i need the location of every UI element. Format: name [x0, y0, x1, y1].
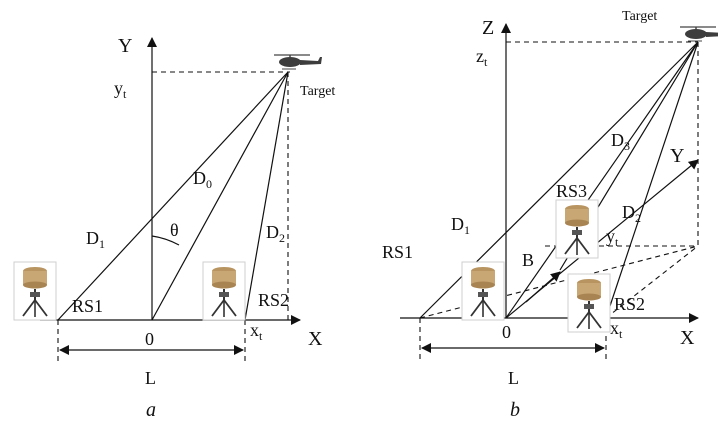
d1-label-a: D1 — [86, 228, 105, 251]
rs2-label-b: RS2 — [614, 294, 645, 314]
origin-label-a: 0 — [145, 329, 154, 349]
axis-y-label-a: Y — [118, 35, 132, 57]
zt-label-b: zt — [476, 46, 488, 69]
d0-label-a: D0 — [193, 168, 212, 191]
rs3-label-b: RS3 — [556, 181, 587, 201]
target-label-a: Target — [300, 84, 335, 99]
radar-station-icon — [555, 199, 599, 259]
ground-proj-rs2-b — [605, 245, 699, 319]
rs1-label-b: RS1 — [382, 242, 413, 262]
baseline-label-b: L — [508, 368, 519, 388]
theta-arc-a — [151, 235, 180, 246]
origin-label-b: 0 — [502, 322, 511, 342]
axis-x-label-b: X — [680, 327, 695, 349]
helicopter-icon — [679, 26, 718, 42]
target-label-b: Target — [622, 9, 657, 24]
d1-label-b: D1 — [451, 214, 470, 237]
radar-station-icon — [461, 261, 505, 321]
axis-x-label-a: X — [308, 328, 323, 350]
caption-a: a — [146, 399, 156, 421]
rs1-label-a: RS1 — [72, 296, 103, 316]
radar-station-icon — [13, 261, 57, 321]
radar-station-icon — [202, 261, 246, 321]
yt-label-b: yt — [606, 226, 619, 249]
xt-label-b: xt — [610, 318, 623, 341]
range-d2-b — [605, 41, 699, 319]
range-d1-a — [57, 71, 289, 321]
range-d0-a — [151, 71, 289, 321]
axis-z-label-b: Z — [482, 17, 494, 39]
caption-b: b — [510, 399, 520, 421]
xt-label-a: xt — [250, 320, 263, 343]
axis-y-label-b: Y — [670, 145, 684, 167]
rs2-label-a: RS2 — [258, 290, 289, 310]
d3-label-b: D3 — [611, 130, 630, 153]
radar-station-icon — [567, 273, 611, 333]
yt-label-a: yt — [114, 78, 127, 101]
panel-a: Y X 0 Target yt xt D0 D1 D2 θ RS1 RS2 L … — [13, 35, 335, 421]
d2-label-b: D2 — [622, 202, 641, 225]
baseline-label-a: L — [145, 368, 156, 388]
b-baseline-label: B — [522, 250, 534, 270]
range-d2-a — [244, 71, 289, 321]
theta-label-a: θ — [170, 220, 179, 240]
panel-b: Z Y X 0 Target zt yt xt D1 D2 D3 RS1 RS3… — [382, 9, 718, 421]
helicopter-icon — [273, 54, 323, 70]
range-d0-b — [505, 41, 699, 319]
d2-label-a: D2 — [266, 222, 285, 245]
baseline-b-arrow — [525, 271, 561, 303]
